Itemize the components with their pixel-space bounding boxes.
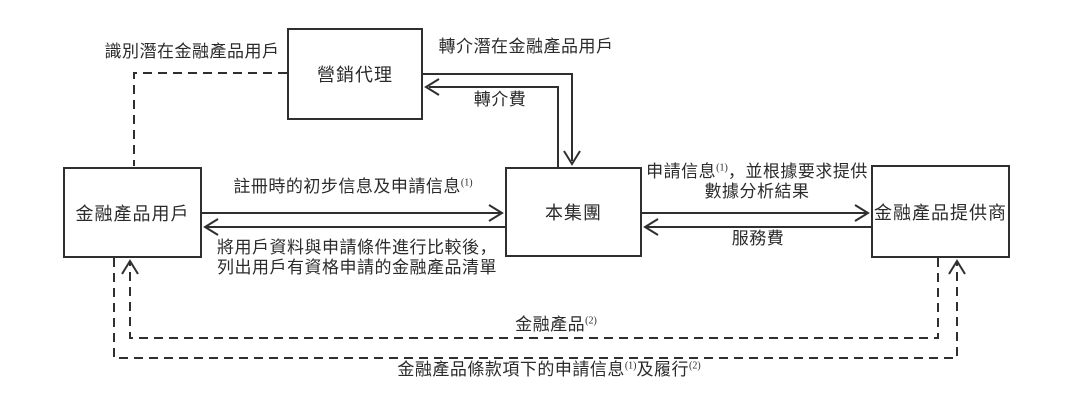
edge-apply-info-arrowhead-right	[854, 204, 870, 222]
edge-service-fee-arrowhead-left	[643, 218, 659, 236]
edge-label-referral-fee: 轉介費	[473, 90, 527, 109]
edge-label-identify: 識別潛在金融產品用戶	[104, 42, 280, 61]
edge-label-compare: 將用戶資料與申請條件進行比較後， 列出用戶有資格申請的金融產品清單	[217, 238, 497, 278]
edge-label-register-text: 註冊時的初步信息及申請信息	[233, 177, 461, 196]
edge-label-fulfil-text2: 及履行	[636, 360, 689, 379]
edge-identify-line	[133, 72, 287, 166]
edge-label-apply-info: 申請信息(1)，並根據要求提供 數據分析結果	[646, 162, 868, 202]
edge-label-service-fee: 服務費	[731, 229, 785, 248]
edge-products-arrowhead-up	[121, 259, 139, 275]
edge-refer-line	[423, 73, 573, 161]
edge-label-products-text: 金融產品	[515, 315, 586, 334]
edge-label-compare-line2: 列出用戶有資格申請的金融產品清單	[217, 258, 497, 277]
edge-label-products: 金融產品(2)	[515, 315, 597, 335]
edge-label-refer: 轉介潛在金融產品用戶	[438, 37, 614, 56]
edge-label-fulfil-sup2: (2)	[689, 360, 701, 372]
node-financial-product-provider-label: 金融產品提供商	[874, 202, 1007, 223]
node-financial-product-user: 金融產品用戶	[63, 167, 202, 258]
edge-register-arrowhead-right	[488, 204, 504, 222]
edge-fulfil-line	[113, 258, 958, 359]
edge-referral-fee-line	[429, 86, 559, 167]
edge-label-register-sup: (1)	[460, 177, 473, 189]
node-marketing-agent: 營銷代理	[287, 28, 423, 120]
edge-refer-arrowhead-down	[563, 150, 581, 166]
edge-label-fulfil: 金融產品條款項下的申請信息(1)及履行(2)	[397, 360, 700, 380]
node-the-group: 本集團	[505, 167, 642, 257]
edge-label-fulfil-sup1: (1)	[624, 360, 637, 372]
edge-label-fulfil-text1: 金融產品條款項下的申請信息	[397, 360, 625, 379]
edge-fulfil-arrowhead-up	[948, 259, 966, 275]
edge-label-register: 註冊時的初步信息及申請信息(1)	[233, 177, 472, 197]
edge-compare-arrowhead-left	[203, 218, 219, 236]
edge-label-products-sup: (2)	[585, 315, 597, 327]
edge-label-apply-info-text1: 申請信息	[646, 162, 717, 181]
edge-products-line	[129, 258, 939, 339]
node-marketing-agent-label: 營銷代理	[317, 65, 393, 85]
edge-referral-fee-arrowhead-left	[424, 78, 440, 96]
node-the-group-label: 本集團	[545, 203, 602, 223]
edge-label-apply-info-text2: ，並根據要求提供	[727, 162, 868, 181]
edge-label-apply-info-sup1: (1)	[716, 162, 728, 174]
node-financial-product-provider: 金融產品提供商	[871, 165, 1010, 258]
node-financial-product-user-label: 金融產品用戶	[75, 203, 190, 224]
edge-label-apply-info-line1: 申請信息(1)，並根據要求提供	[646, 162, 868, 182]
edge-label-compare-line1: 將用戶資料與申請條件進行比較後，	[217, 238, 497, 257]
edge-label-apply-info-line2: 數據分析結果	[704, 182, 810, 201]
